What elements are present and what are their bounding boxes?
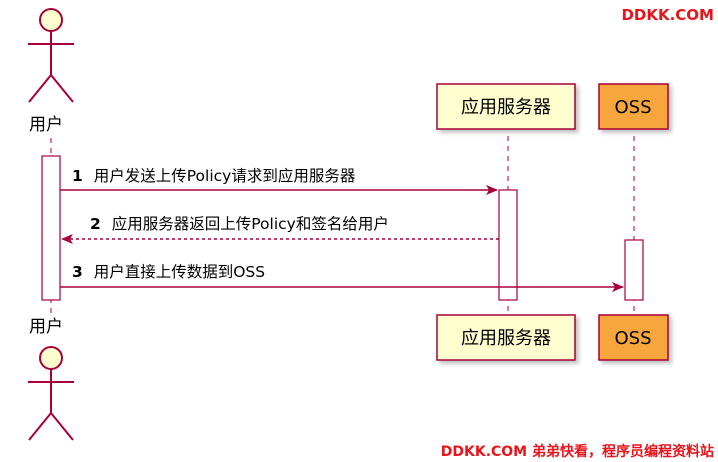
activation-server [498, 189, 518, 301]
participant-server-label-bottom: 应用服务器 [461, 328, 551, 349]
actor-head-icon [39, 346, 63, 370]
participant-oss-bottom: OSS [598, 314, 669, 361]
svg-text:2 应用服务器返回上传Policy和签名给用户: 2 应用服务器返回上传Policy和签名给用户 [90, 214, 389, 233]
activation-oss [624, 239, 644, 301]
message-3: 3 用户直接上传数据到OSS [60, 263, 624, 292]
svg-text:1 用户发送上传Policy请求到应用服务器: 1 用户发送上传Policy请求到应用服务器 [72, 166, 356, 185]
watermark-top: DDKK.COM [621, 6, 714, 24]
actor-user-bottom: 用户 [28, 317, 74, 441]
message-1-text: 用户发送上传Policy请求到应用服务器 [94, 166, 356, 185]
participant-oss-label-bottom: OSS [614, 328, 651, 349]
message-1: 1 用户发送上传Policy请求到应用服务器 [60, 166, 498, 195]
participant-server-top: 应用服务器 [436, 83, 576, 130]
message-3-number: 3 [72, 263, 83, 281]
message-1-number: 1 [72, 167, 83, 185]
participant-oss-label-top: OSS [614, 97, 651, 118]
message-3-text: 用户直接上传数据到OSS [94, 263, 265, 281]
message-2: 2 应用服务器返回上传Policy和签名给用户 [61, 214, 499, 244]
activation-user [41, 155, 61, 301]
message-2-text: 应用服务器返回上传Policy和签名给用户 [112, 214, 389, 233]
participant-server-label-top: 应用服务器 [461, 97, 551, 118]
actor-user-label-top: 用户 [29, 115, 63, 135]
svg-text:3 用户直接上传数据到OSS: 3 用户直接上传数据到OSS [72, 263, 265, 281]
actor-head-icon [39, 8, 63, 32]
actor-user-top: 用户 [28, 8, 74, 135]
watermark-bottom: DDKK.COM 弟弟快看，程序员编程资料站 [441, 443, 714, 460]
actor-user-label-bottom: 用户 [29, 317, 63, 337]
message-2-number: 2 [90, 215, 101, 233]
participant-server-bottom: 应用服务器 [436, 314, 576, 361]
participant-oss-top: OSS [598, 83, 669, 130]
